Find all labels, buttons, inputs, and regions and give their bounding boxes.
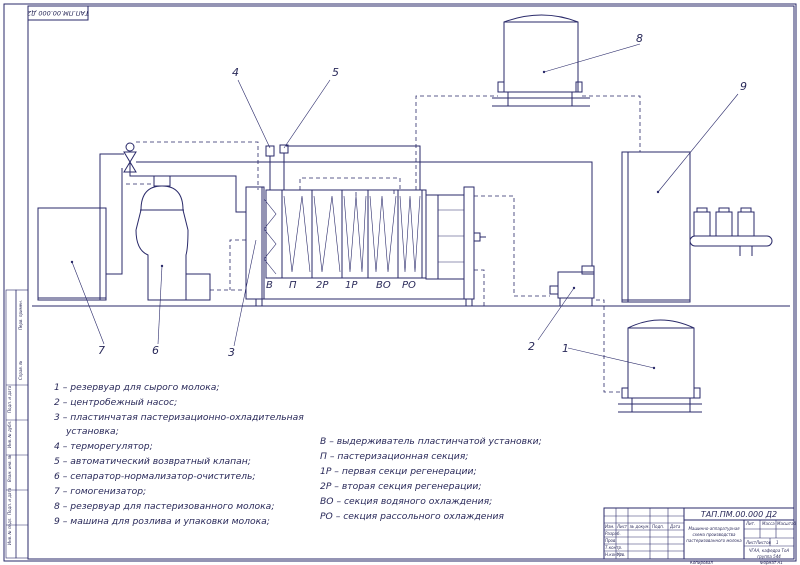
stamp-box: ТАП.ПМ.00.000 Д2: [27, 5, 89, 21]
section-label-v: В: [266, 280, 273, 291]
callout-2: 2: [528, 340, 535, 353]
legend-item-3: 3 – пластинчатая пастеризационно-охладит…: [54, 412, 304, 423]
callout-5: 5: [332, 66, 339, 79]
side-strip-label-3: Взам. инв. №: [7, 455, 12, 482]
legend-section-3: 1Р – первая секци регенерации;: [320, 466, 477, 477]
legend-section-1: В – выдерживатель пластинчатой установки…: [320, 436, 542, 447]
tb-sheets: Листов: [755, 540, 772, 545]
tb-col-date: Дата: [669, 524, 681, 529]
thermoregulator: [265, 145, 275, 190]
callout-3: 3: [228, 346, 235, 359]
legend-sections: В – выдерживатель пластинчатой установки…: [320, 436, 542, 522]
tb-row-razrab: Разраб.: [605, 531, 621, 536]
tb-code: ТАП.ПМ.00.000 Д2: [701, 510, 777, 519]
tb-title-3: пастеризованного молока: [686, 538, 742, 543]
legend-item-1: 1 – резервуар для сырого молока;: [54, 382, 220, 393]
side-strip-label-7: Перв. примен.: [18, 300, 23, 330]
section-label-1r: 1Р: [345, 280, 358, 291]
outer-frame: [3, 3, 797, 562]
filling-machine: [621, 151, 773, 303]
side-strip-label-6: Справ. №: [18, 361, 23, 380]
legend-section-6: РО – секция рассольного охлаждения: [320, 511, 504, 522]
separator: [135, 175, 211, 301]
tb-org-1: ЧГАА, кафедра ТоА: [749, 548, 790, 553]
callout-6: 6: [152, 344, 159, 357]
side-strip: Инв. № подл. Подп. и дата Взам. инв. № И…: [5, 289, 29, 559]
legend-item-4: 4 – терморегулятор;: [54, 441, 153, 452]
tb-scale: Масштаб: [777, 521, 797, 526]
section-label-p: П: [289, 280, 297, 291]
side-strip-label-2: Подп. и дата: [7, 487, 12, 515]
callout-1: 1: [562, 342, 569, 355]
section-label-2r: 2Р: [316, 280, 329, 291]
raw-milk-tank: [618, 319, 702, 413]
tb-row-utv: Утв.: [617, 552, 625, 557]
pasteurized-milk-tank: [492, 14, 590, 107]
tb-col-doc: № докум.: [629, 524, 650, 529]
tb-title-1: Машинно-аппаратурная: [688, 526, 740, 531]
tb-mass: Масса: [762, 521, 775, 526]
legend-item-8: 8 – резервуар для пастеризованного молок…: [54, 501, 274, 512]
legend-item-2: 2 – центробежный насос;: [54, 397, 177, 408]
legend-section-2: П – пастеризационная секция;: [320, 451, 468, 462]
callout-4: 4: [232, 66, 239, 79]
legend-item-3b: установка;: [65, 426, 119, 437]
section-label-vo: ВО: [376, 280, 391, 291]
section-label-ro: РО: [402, 280, 416, 291]
callout-9: 9: [740, 80, 747, 93]
return-valve: [279, 144, 289, 190]
tb-copied: Копировал: [690, 560, 713, 565]
tb-col-sign: Подп.: [652, 524, 664, 529]
callout-7: 7: [98, 344, 105, 357]
tb-format: Формат А1: [760, 560, 783, 565]
legend-item-9: 9 – машина для розлива и упаковки молока…: [54, 516, 270, 527]
side-strip-label-1: Инв. № подл.: [7, 517, 12, 545]
tb-row-tkontr: Т.контр.: [605, 545, 622, 550]
legend-equipment: 1 – резервуар для сырого молока; 2 – цен…: [54, 382, 304, 527]
legend-item-6: 6 – сепаратор-нормализатор-очиститель;: [54, 471, 255, 482]
tb-row-nkontr: Н.контр.: [605, 552, 623, 557]
tb-lit: Лит.: [745, 521, 755, 526]
homogenizer: [37, 207, 107, 301]
inner-frame: [27, 5, 795, 560]
legend-item-7: 7 – гомогенизатор;: [54, 486, 146, 497]
tb-org-2: группа 544: [757, 554, 781, 559]
tb-col-list: Лист: [616, 524, 628, 529]
legend-section-4: 2Р – вторая секция регенерации;: [320, 481, 481, 492]
title-block: Изм. Лист № докум. Подп. Дата Разраб. Пр…: [603, 507, 797, 560]
side-strip-label-5: Подп. и дата: [7, 385, 12, 413]
tb-sheets-value: 1: [776, 540, 779, 545]
legend-section-5: ВО – секция водяного охлаждения;: [320, 496, 492, 507]
control-valve-icon: [123, 142, 137, 173]
tb-row-prov: Пров.: [605, 538, 617, 543]
centrifugal-pump: [549, 265, 595, 306]
tb-col-izm: Изм.: [605, 524, 614, 529]
stamp-code: ТАП.ПМ.00.000 Д2: [27, 9, 89, 17]
plate-pasteurizer: [245, 186, 486, 307]
tb-sheet: Лист: [745, 540, 757, 545]
legend-item-5: 5 – автоматический возвратный клапан;: [54, 456, 251, 467]
side-strip-label-4: Инв. № дубл.: [7, 421, 12, 448]
leader-lines: [71, 43, 739, 369]
callout-8: 8: [636, 32, 643, 45]
pipelines: [99, 95, 641, 393]
tb-title-2: схема производства: [692, 532, 736, 537]
